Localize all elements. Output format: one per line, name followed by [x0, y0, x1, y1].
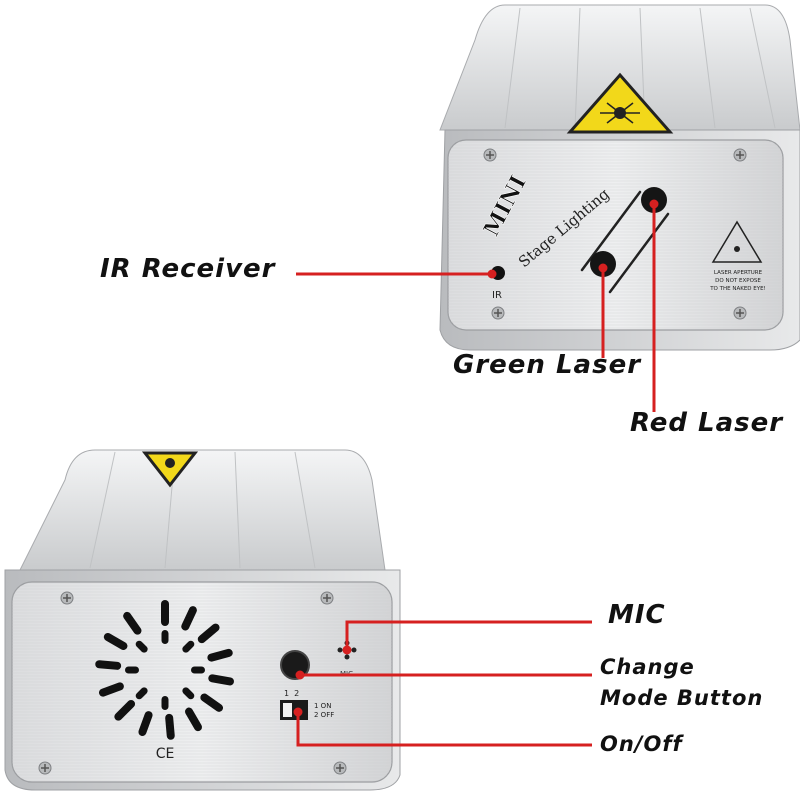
screw-icon: [491, 306, 505, 320]
callout-ir-receiver: IR Receiver: [100, 254, 276, 284]
screw-icon: [733, 148, 747, 162]
callout-lines-back: [293, 620, 592, 747]
device-front: MINI Stage Lighting IR LASER APERTURE DO…: [439, 4, 800, 351]
screw-icon: [60, 591, 74, 605]
switch-off-label: 2 OFF: [314, 711, 334, 719]
callout-change-mode-line1: Change: [600, 655, 695, 679]
screw-icon: [320, 591, 334, 605]
svg-text:LASER APERTURE: LASER APERTURE: [714, 270, 763, 276]
switch-on-label: 1 ON: [314, 702, 331, 710]
callout-change-mode-line2: Mode Button: [600, 686, 764, 710]
ir-label: IR: [492, 290, 502, 301]
ce-mark-icon: CE: [156, 746, 175, 762]
screw-icon: [733, 306, 747, 320]
laser-warning-icon: [141, 451, 199, 488]
speaker-grille-icon: [95, 600, 234, 740]
callout-green-laser: Green Laser: [453, 350, 642, 380]
screw-icon: [38, 761, 52, 775]
laser-warning-label: LASER APERTURE DO NOT EXPOSE TO THE NAKE…: [709, 220, 766, 292]
callout-lines-front: [296, 199, 659, 412]
switch-numbers: 1 2: [284, 689, 299, 698]
callout-red-laser: Red Laser: [630, 408, 784, 438]
callout-mic: MIC: [608, 600, 666, 630]
screw-icon: [483, 148, 497, 162]
screw-icon: [333, 761, 347, 775]
svg-text:TO THE NAKED EYE!: TO THE NAKED EYE!: [709, 286, 766, 292]
device-back: CE MIC 1 2 1 ON 2 OFF: [4, 449, 401, 791]
svg-text:DO NOT EXPOSE: DO NOT EXPOSE: [715, 278, 761, 284]
laser-warning-icon: [566, 72, 674, 134]
callout-on-off: On/Off: [600, 732, 683, 756]
